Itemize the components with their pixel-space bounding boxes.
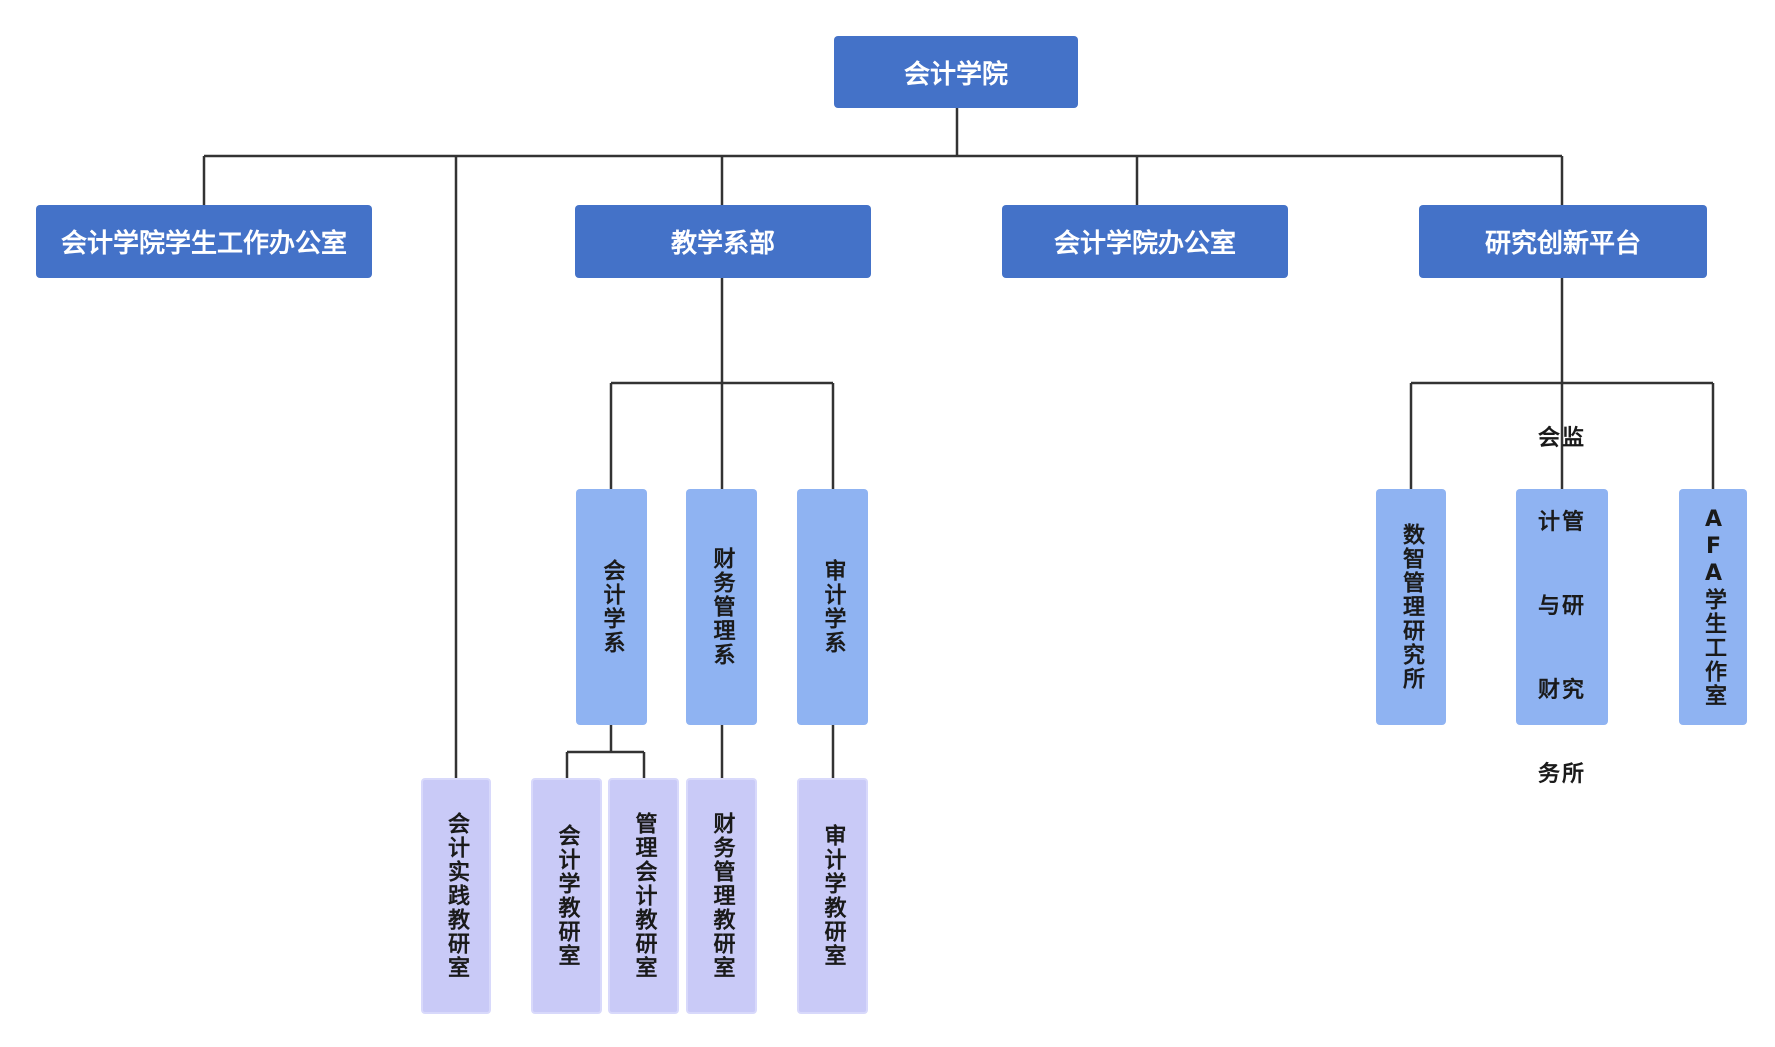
audit-lab-label: 审计学教研室 <box>820 824 846 968</box>
root-label: 会计学院 <box>903 59 1008 90</box>
student-office-label: 会计学院学生工作办公室 <box>60 229 347 259</box>
afa-studio-node[interactable]: AFA学生工作室 <box>1679 489 1747 725</box>
research-node[interactable]: 研究创新平台 <box>1419 205 1707 278</box>
digital-institute-node[interactable]: 数智管理研究所 <box>1376 489 1446 725</box>
student-office-node[interactable]: 会计学院学生工作办公室 <box>36 205 372 278</box>
accounting-lab-node[interactable]: 会计学教研室 <box>531 778 602 1014</box>
audit-finance-institute-node[interactable]: 会监 计管 与研 财究 务所 <box>1516 426 1608 787</box>
root-node[interactable]: 会计学院 <box>834 36 1078 108</box>
audit-dept-node[interactable]: 审计学系 <box>797 489 868 725</box>
mgmt-accounting-lab-label: 管理会计教研室 <box>631 812 657 980</box>
audit-dept-label: 审计学系 <box>820 559 846 655</box>
audit-lab-node[interactable]: 审计学教研室 <box>797 778 868 1014</box>
digital-institute-label: 数智管理研究所 <box>1399 523 1424 691</box>
finance-dept-label: 财务管理系 <box>709 547 735 667</box>
audit-finance-institute-label: 会监 计管 与研 财究 务所 <box>1533 369 1591 845</box>
accounting-dept-node[interactable]: 会计学系 <box>576 489 647 725</box>
teaching-node[interactable]: 教学系部 <box>575 205 871 278</box>
admin-office-node[interactable]: 会计学院办公室 <box>1002 205 1288 278</box>
accounting-dept-label: 会计学系 <box>599 559 625 655</box>
audit-finance-line: 计管 <box>1537 510 1586 535</box>
audit-finance-line: 与研 <box>1537 594 1586 619</box>
finance-lab-node[interactable]: 财务管理教研室 <box>686 778 757 1014</box>
mgmt-accounting-lab-node[interactable]: 管理会计教研室 <box>608 778 679 1014</box>
teaching-label: 教学系部 <box>670 229 775 259</box>
practice-lab-label: 会计实践教研室 <box>444 812 469 980</box>
afa-studio-label: AFA学生工作室 <box>1701 506 1726 708</box>
audit-finance-line: 会监 <box>1537 426 1586 451</box>
finance-lab-label: 财务管理教研室 <box>709 812 735 980</box>
practice-lab-node[interactable]: 会计实践教研室 <box>421 778 491 1014</box>
audit-finance-line: 财究 <box>1537 678 1586 703</box>
finance-dept-node[interactable]: 财务管理系 <box>686 489 757 725</box>
research-label: 研究创新平台 <box>1484 229 1641 259</box>
admin-office-label: 会计学院办公室 <box>1053 229 1236 259</box>
audit-finance-line: 务所 <box>1537 762 1586 787</box>
accounting-lab-label: 会计学教研室 <box>554 824 580 968</box>
